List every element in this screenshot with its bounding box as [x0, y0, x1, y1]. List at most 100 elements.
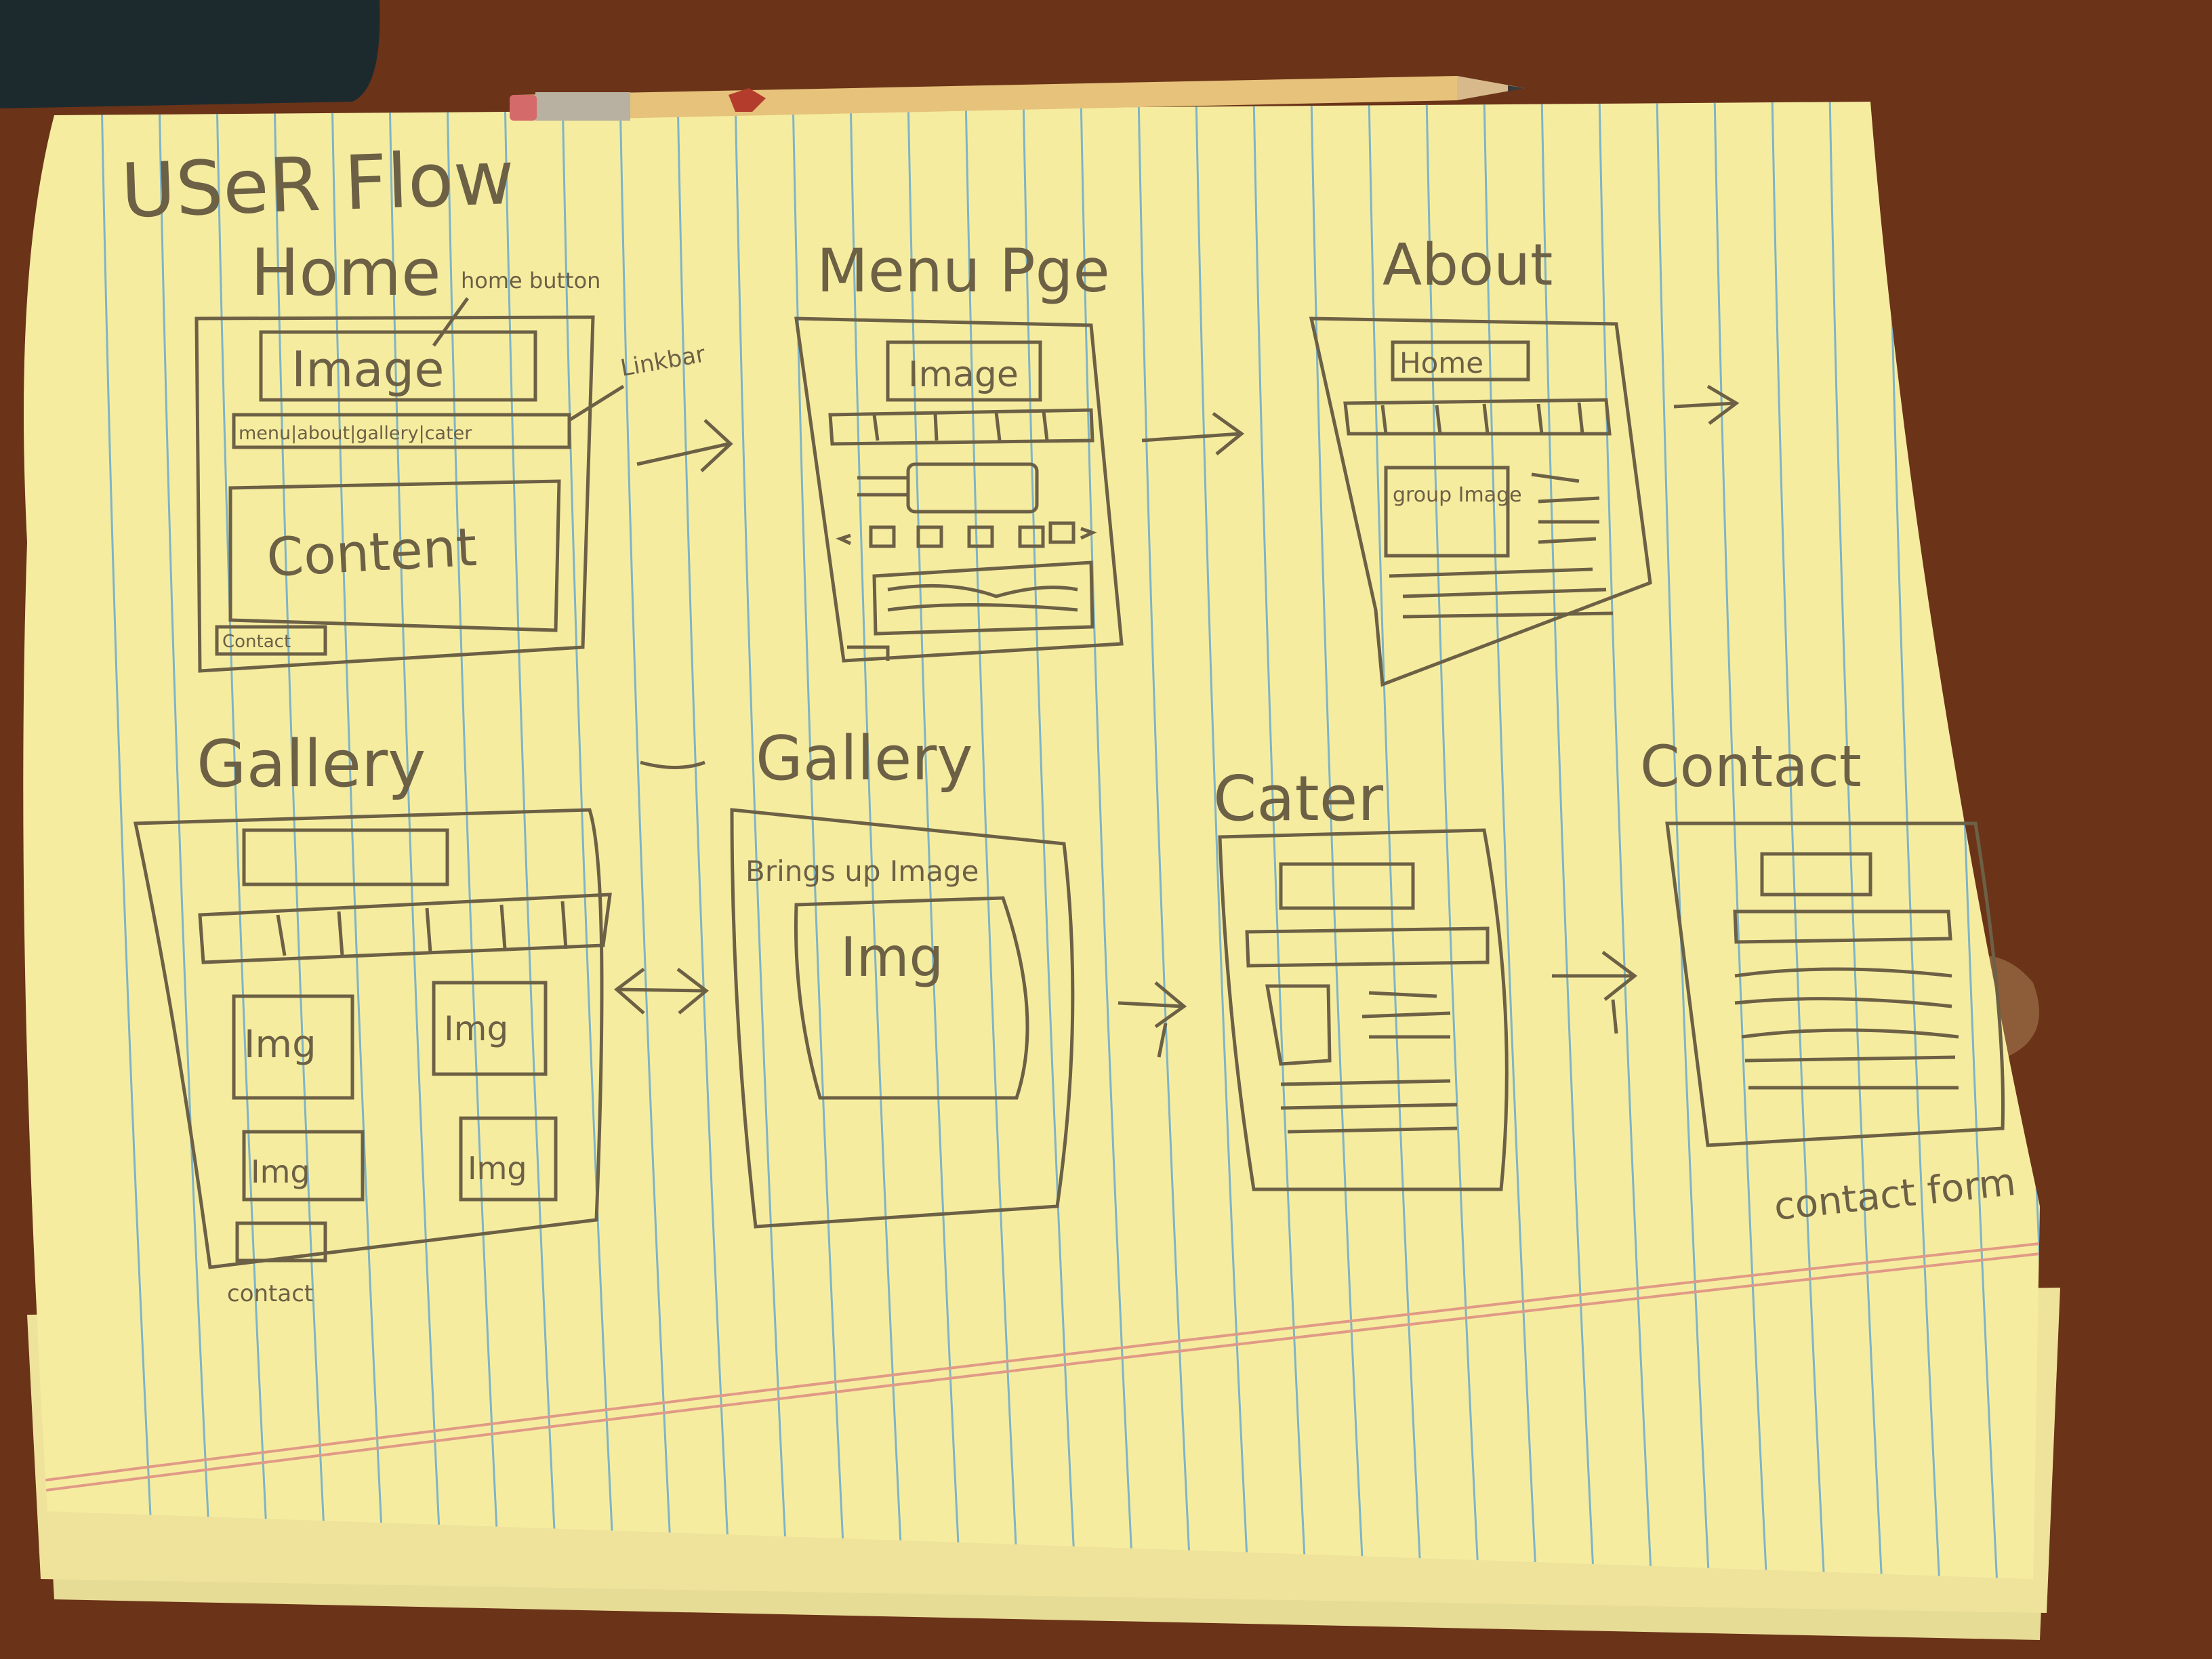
page-title: USeR Flow [119, 134, 516, 234]
wireframe-frame [794, 316, 1124, 663]
screen-about: About Home group Image [1309, 232, 1652, 687]
prev-arrow [836, 533, 852, 546]
content-label: Content [265, 517, 478, 589]
screen-heading: Menu Pge [817, 236, 1110, 306]
flow-arrow-right [1141, 411, 1245, 455]
gallery-thumb [459, 1116, 558, 1202]
link-bar [1245, 926, 1490, 968]
text-lines [887, 583, 1078, 612]
header-label: Home [1399, 346, 1483, 380]
wireframe-frame [1309, 316, 1652, 687]
wireframe-frame [730, 808, 1075, 1229]
contact-button [215, 625, 327, 656]
group-image-label: group Image [1393, 483, 1522, 507]
bottom-margin-rule [40, 1242, 2041, 1492]
next-arrow [1080, 527, 1097, 540]
paper-rule [1368, 102, 1425, 1579]
paper-rule [1771, 102, 1828, 1579]
link-dividers [872, 411, 1049, 441]
contact-label: contact [227, 1280, 313, 1307]
paper-rule [100, 102, 157, 1579]
wireframe-frame [1218, 828, 1509, 1191]
screen-heading: Home [251, 236, 441, 310]
header-block [1279, 862, 1415, 910]
screen-cater: Cater [1213, 762, 1509, 1191]
screen-heading: Contact [1640, 733, 1862, 800]
footer-link [847, 645, 890, 661]
flow-arrow-both [614, 760, 710, 1015]
paper-rule [1656, 102, 1713, 1579]
contact-button [235, 1221, 327, 1263]
link-bar [1343, 398, 1612, 436]
content-block [228, 479, 561, 632]
flow-arrow-right [636, 419, 733, 472]
text-lines [857, 476, 908, 497]
thumb-label: Img [444, 1009, 508, 1048]
text-lines [1389, 472, 1614, 619]
link-bar [1733, 909, 1952, 944]
link-bar-labels: menu|about|gallery|cater [239, 423, 472, 444]
screen-home: Home home button Linkbar Image menu|abou… [194, 236, 708, 673]
screen-heading: About [1382, 232, 1553, 299]
form-lines [1734, 967, 1959, 1090]
wireframe-frame [194, 315, 595, 673]
paper-rule [734, 102, 791, 1579]
carousel-thumb [869, 525, 896, 548]
paper-rule [1483, 102, 1540, 1579]
pencil-icon [510, 76, 1525, 121]
content-block [872, 560, 1094, 636]
screen-heading: Cater [1213, 762, 1383, 835]
paper-rule [158, 102, 215, 1579]
paper-rule [1022, 102, 1079, 1579]
paper-rule [1828, 102, 1885, 1579]
wireframe-frame [1665, 821, 2005, 1147]
flow-arrow-right [1118, 981, 1187, 1058]
paper-rule [1598, 102, 1655, 1579]
annotation-arrow [432, 297, 470, 347]
link-bar [198, 893, 612, 964]
screen-heading: Gallery [197, 727, 426, 802]
paper-rule [1425, 102, 1482, 1579]
thumb-label: Img [244, 1023, 316, 1067]
thumb-label: Img [468, 1150, 527, 1187]
thumb-label: Img [251, 1153, 310, 1190]
annotation-brings-up-image: Brings up Image [745, 855, 979, 888]
screen-gallery-lightbox: Gallery Brings up Image Img [730, 723, 1075, 1229]
paper-rule [619, 102, 676, 1579]
lightbox-image [794, 896, 1029, 1100]
desk-mat [0, 0, 380, 108]
link-dividers [1380, 402, 1584, 434]
paper-rule [1137, 102, 1194, 1579]
carousel-thumb [1048, 521, 1076, 544]
header-block [1391, 340, 1530, 382]
annotation-home-button: home button [461, 268, 600, 293]
link-bar [828, 408, 1094, 446]
flow-arrow-right [1673, 384, 1740, 425]
paper-rule [216, 102, 272, 1579]
paper-rule [907, 102, 964, 1579]
paper-rule [1080, 102, 1136, 1579]
paper-rule [676, 102, 733, 1579]
paper-rule [1713, 102, 1770, 1579]
featured-block [906, 462, 1039, 514]
carousel-thumb [1018, 525, 1045, 548]
wireframe-frame [133, 808, 604, 1269]
contact-label: Contact [222, 632, 291, 652]
header-block [1760, 852, 1872, 897]
paper-rule [1540, 102, 1597, 1579]
paper-rule [849, 102, 906, 1579]
image-label: Image [908, 354, 1019, 395]
lightbox-image-label: Img [840, 926, 943, 989]
image-block [1265, 984, 1332, 1066]
carousel-thumb [967, 525, 994, 548]
group-image [1384, 466, 1510, 558]
link-bar [232, 413, 571, 449]
header-block [242, 828, 449, 886]
paper-rule [792, 102, 848, 1579]
image-block [259, 330, 537, 402]
paper-rule [1195, 102, 1252, 1579]
gallery-thumb [232, 994, 354, 1100]
gallery-thumb [242, 1130, 365, 1202]
text-lines [1280, 991, 1458, 1134]
